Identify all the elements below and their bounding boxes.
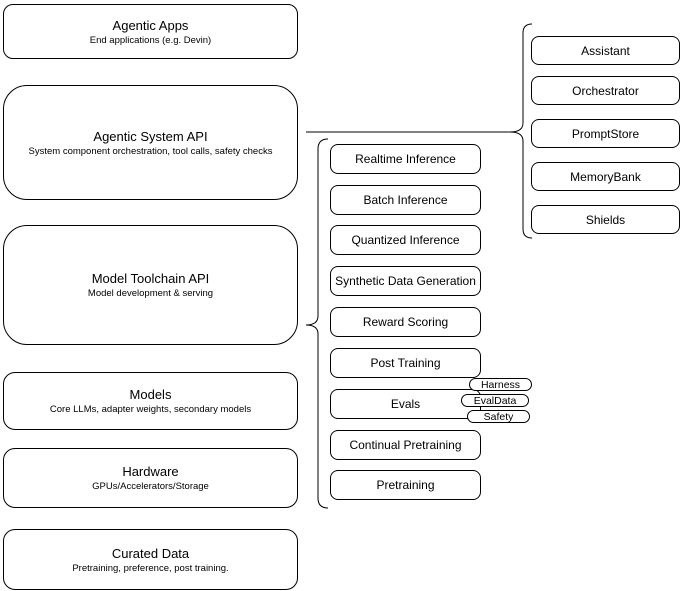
box-agentic-apps: Agentic Apps End applications (e.g. Devi… [3, 4, 298, 59]
box-subtitle: Pretraining, preference, post training. [72, 562, 229, 574]
box-models: Models Core LLMs, adapter weights, secon… [3, 372, 298, 430]
box-shields: Shields [531, 205, 680, 234]
box-hardware: Hardware GPUs/Accelerators/Storage [3, 448, 298, 508]
box-pretraining: Pretraining [330, 470, 481, 500]
box-subtitle: Model development & serving [87, 288, 214, 299]
box-post-training: Post Training [330, 348, 481, 378]
box-reward-scoring: Reward Scoring [330, 307, 481, 337]
box-title: Agentic Apps [112, 17, 189, 33]
box-model-toolchain-api: Model Toolchain API Model development & … [3, 225, 298, 345]
box-title: Agentic System API [93, 128, 208, 144]
box-subtitle: End applications (e.g. Devin) [89, 34, 212, 46]
box-title: Models [129, 387, 172, 402]
box-title: Curated Data [111, 545, 190, 561]
box-assistant: Assistant [531, 36, 680, 65]
tag-evaldata: EvalData [461, 394, 529, 407]
box-title: Model Toolchain API [91, 271, 210, 286]
box-synthetic-data-generation: Synthetic Data Generation [330, 266, 481, 296]
box-curated-data: Curated Data Pretraining, preference, po… [3, 529, 298, 590]
tag-harness: Harness [469, 378, 532, 391]
toolchain-group-brace [305, 138, 329, 509]
box-evals: Evals [330, 389, 481, 419]
box-memorybank: MemoryBank [531, 162, 680, 191]
box-quantized-inference: Quantized Inference [330, 225, 481, 255]
system-api-group-brace [509, 23, 533, 239]
box-continual-pretraining: Continual Pretraining [330, 430, 481, 460]
box-promptstore: PromptStore [531, 119, 680, 148]
box-batch-inference: Batch Inference [330, 185, 481, 215]
box-subtitle: Core LLMs, adapter weights, secondary mo… [49, 404, 252, 415]
box-title: Hardware [122, 464, 179, 479]
box-subtitle: GPUs/Accelerators/Storage [92, 481, 209, 492]
tag-safety: Safety [467, 410, 530, 423]
box-realtime-inference: Realtime Inference [330, 144, 481, 174]
box-subtitle: System component orchestration, tool cal… [28, 145, 273, 157]
box-orchestrator: Orchestrator [531, 76, 680, 105]
box-agentic-system-api: Agentic System API System component orch… [3, 85, 298, 200]
